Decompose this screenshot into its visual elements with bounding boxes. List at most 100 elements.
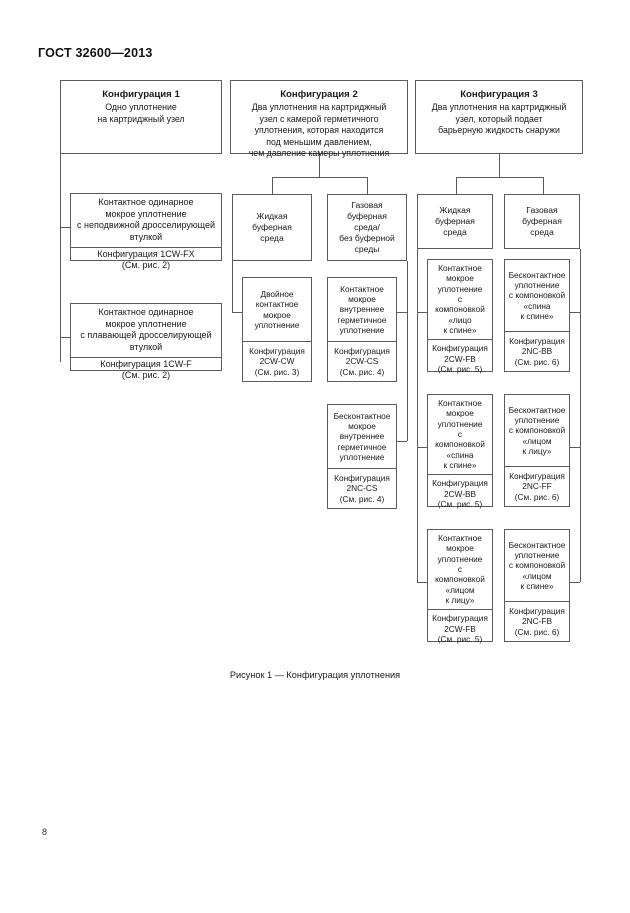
standard-header: ГОСТ 32600—2013	[38, 46, 153, 60]
config-1-root-box: Конфигурация 1 Одно уплотнение на картри…	[60, 80, 222, 154]
config-1-leaf-1-code: Конфигурация 1CW-FX (См. рис. 2)	[97, 248, 195, 271]
config-1-branch-line-1	[60, 227, 70, 228]
config-2-leaf-a1-desc-cell: Двойное контактное мокрое уплотнение	[243, 278, 311, 341]
config-3-leaf-b3-desc-cell: Бесконтактное уплотнение с компоновкой «…	[505, 530, 569, 601]
config-1-body: Одно уплотнение на картриджный узел	[97, 102, 185, 124]
config-2-leaf-b2-desc: Бесконтактное мокрое внутреннее герметич…	[333, 410, 391, 463]
config-1-title: Конфигурация 1	[102, 89, 180, 100]
figure-caption: Рисунок 1 — Конфигурация уплотнения	[229, 670, 401, 680]
config-2-branch-b-link-1	[397, 312, 407, 313]
config-2-root-cell: Конфигурация 2 Два уплотнения на картрид…	[231, 81, 407, 162]
config-3-leaf-b1-code: Конфигурация 2NC-BB (См. рис. 6)	[509, 335, 565, 367]
config-3-root-box: Конфигурация 3 Два уплотнения на картрид…	[415, 80, 583, 154]
config-2-leaf-a1: Двойное контактное мокрое уплотнение Кон…	[242, 277, 312, 382]
config-3-branch-b-link-1	[570, 312, 580, 313]
config-3-media-2: Газовая буферная среда	[504, 194, 580, 249]
config-2-leaf-b2-code: Конфигурация 2NC-CS (См. рис. 4)	[334, 472, 390, 504]
config-1-leaf-2-desc: Контактное одинарное мокрое уплотнение с…	[80, 307, 212, 353]
config-3-leaf-b2-code-cell: Конфигурация 2NC-FF (См. рис. 6)	[505, 466, 569, 506]
config-2-leaf-b1-desc-cell: Контактное мокрое внутреннее герметичное…	[328, 278, 396, 341]
config-3-leaf-b2: Бесконтактное уплотнение с компоновкой «…	[504, 394, 570, 507]
config-2-leaf-b1: Контактное мокрое внутреннее герметичное…	[327, 277, 397, 382]
config-3-leaf-a1-code: Конфигурация 2CW-FB (См. рис. 5)	[432, 343, 488, 375]
config-1-leaf-2-code-cell: Конфигурация 1CW-F (См. рис. 2)	[71, 356, 221, 383]
config-2-media-1-label-cell: Жидкая буферная среда	[252, 211, 292, 243]
config-3-body: Два уплотнения на картриджный узел, кото…	[431, 102, 567, 136]
config-3-leaf-a1-desc-cell: Контактное мокрое уплотнение с компоновк…	[428, 260, 492, 339]
config-3-media-1-label-cell: Жидкая буферная среда	[435, 205, 475, 237]
config-3-leaf-a1-code-cell: Конфигурация 2CW-FB (См. рис. 5)	[428, 338, 492, 379]
config-3-leaf-a3-desc-cell: Контактное мокрое уплотнение с компоновк…	[428, 530, 492, 609]
config-3-root-cell: Конфигурация 3 Два уплотнения на картрид…	[416, 81, 582, 140]
config-3-leaf-b3: Бесконтактное уплотнение с компоновкой «…	[504, 529, 570, 642]
config-1-leaf-1-desc-cell: Контактное одинарное мокрое уплотнение с…	[71, 194, 221, 247]
config-3-leaf-b1-desc-cell: Бесконтактное уплотнение с компоновкой «…	[505, 260, 569, 331]
config-3-branch-b-link-2	[570, 447, 580, 448]
config-2-leaf-b1-desc: Контактное мокрое внутреннее герметичное…	[337, 283, 387, 336]
config-1-trunk-line	[60, 154, 61, 362]
config-2-media-2-drop	[367, 177, 368, 194]
config-3-branch-b-trunk	[580, 249, 581, 582]
config-2-branch-a-link-1	[232, 312, 242, 313]
config-3-media-2-drop	[543, 177, 544, 194]
config-3-leaf-a2-code: Конфигурация 2CW-BB (См. рис. 5)	[432, 478, 488, 510]
config-1-root-cell: Конфигурация 1 Одно уплотнение на картри…	[61, 81, 221, 128]
config-3-leaf-a2-code-cell: Конфигурация 2CW-BB (См. рис. 5)	[428, 473, 492, 514]
config-2-leaf-a1-code: Конфигурация 2CW-CW (См. рис. 3)	[249, 345, 305, 377]
page-number: 8	[42, 827, 48, 837]
config-2-branch-b-trunk	[407, 261, 408, 441]
config-3-branch-a-link-1	[417, 312, 427, 313]
config-3-leaf-b3-code: Конфигурация 2NC-FB (См. рис. 6)	[509, 605, 565, 637]
config-2-leaf-b1-code: Конфигурация 2CW-CS (См. рис. 4)	[334, 345, 390, 377]
config-3-leaf-b2-desc: Бесконтактное уплотнение с компоновкой «…	[508, 404, 566, 457]
config-2-leaf-b1-code-cell: Конфигурация 2CW-CS (См. рис. 4)	[328, 341, 396, 381]
config-3-leaf-a1: Контактное мокрое уплотнение с компоновк…	[427, 259, 493, 374]
config-3-branch-a-link-2	[417, 447, 427, 448]
config-2-branch-a-trunk	[232, 261, 233, 312]
config-2-leaf-b2: Бесконтактное мокрое внутреннее герметич…	[327, 404, 397, 509]
config-2-branch-b-link-2	[397, 441, 407, 442]
config-1-branch-line-2	[60, 337, 70, 338]
config-2-media-2: Газовая буферная среда/ без буферной сре…	[327, 194, 407, 261]
config-1-leaf-1-desc: Контактное одинарное мокрое уплотнение с…	[77, 197, 215, 243]
config-2-body: Два уплотнения на картриджный узел с кам…	[248, 102, 390, 158]
config-2-media-2-label-cell: Газовая буферная среда/ без буферной сре…	[339, 200, 395, 254]
config-2-stem-line	[319, 154, 320, 177]
config-3-branch-b-link-3	[570, 582, 580, 583]
config-3-media-2-label-cell: Газовая буферная среда	[522, 205, 562, 237]
config-2-split-line	[272, 177, 367, 178]
config-3-split-line	[456, 177, 543, 178]
config-2-leaf-a1-code-cell: Конфигурация 2CW-CW (См. рис. 3)	[243, 341, 311, 381]
config-3-leaf-b1-code-cell: Конфигурация 2NC-BB (См. рис. 6)	[505, 331, 569, 371]
config-1-leaf-2-desc-cell: Контактное одинарное мокрое уплотнение с…	[71, 304, 221, 357]
config-1-leaf-1-code-cell: Конфигурация 1CW-FX (См. рис. 2)	[71, 246, 221, 273]
config-3-leaf-a3-code-cell: Конфигурация 2CW-FB (См. рис. 5)	[428, 608, 492, 649]
config-3-branch-a-link-3	[417, 582, 427, 583]
config-2-leaf-b2-code-cell: Конфигурация 2NC-CS (См. рис. 4)	[328, 468, 396, 508]
config-3-leaf-b3-desc: Бесконтактное уплотнение с компоновкой «…	[508, 539, 566, 592]
config-3-leaf-a2-desc-cell: Контактное мокрое уплотнение с компоновк…	[428, 395, 492, 474]
config-1-leaf-2-code: Конфигурация 1CW-F (См. рис. 2)	[100, 358, 192, 381]
config-1-leaf-1: Контактное одинарное мокрое уплотнение с…	[70, 193, 222, 270]
config-2-media-1-drop	[272, 177, 273, 194]
config-3-leaf-b1-desc: Бесконтактное уплотнение с компоновкой «…	[508, 269, 566, 322]
config-1-leaf-2: Контактное одинарное мокрое уплотнение с…	[70, 303, 222, 380]
config-3-leaf-b1: Бесконтактное уплотнение с компоновкой «…	[504, 259, 570, 372]
config-3-leaf-a1-desc: Контактное мокрое уплотнение с компоновк…	[435, 263, 485, 336]
config-2-root-box: Конфигурация 2 Два уплотнения на картрид…	[230, 80, 408, 158]
config-3-title: Конфигурация 3	[460, 89, 538, 100]
config-3-media-1-drop	[456, 177, 457, 194]
config-3-branch-a-trunk	[417, 249, 418, 582]
config-3-leaf-a3-desc: Контактное мокрое уплотнение с компоновк…	[435, 533, 485, 606]
config-3-media-1: Жидкая буферная среда	[417, 194, 493, 249]
config-3-leaf-a2-desc: Контактное мокрое уплотнение с компоновк…	[435, 398, 485, 471]
config-2-leaf-a1-desc: Двойное контактное мокрое уплотнение	[254, 288, 300, 330]
config-2-leaf-b2-desc-cell: Бесконтактное мокрое внутреннее герметич…	[328, 405, 396, 468]
config-3-leaf-a3: Контактное мокрое уплотнение с компоновк…	[427, 529, 493, 644]
config-3-leaf-a3-code: Конфигурация 2CW-FB (См. рис. 5)	[432, 613, 488, 645]
config-3-stem-line	[499, 154, 500, 177]
config-2-title: Конфигурация 2	[280, 89, 358, 100]
config-3-leaf-b2-desc-cell: Бесконтактное уплотнение с компоновкой «…	[505, 395, 569, 466]
config-3-leaf-b3-code-cell: Конфигурация 2NC-FB (См. рис. 6)	[505, 601, 569, 641]
